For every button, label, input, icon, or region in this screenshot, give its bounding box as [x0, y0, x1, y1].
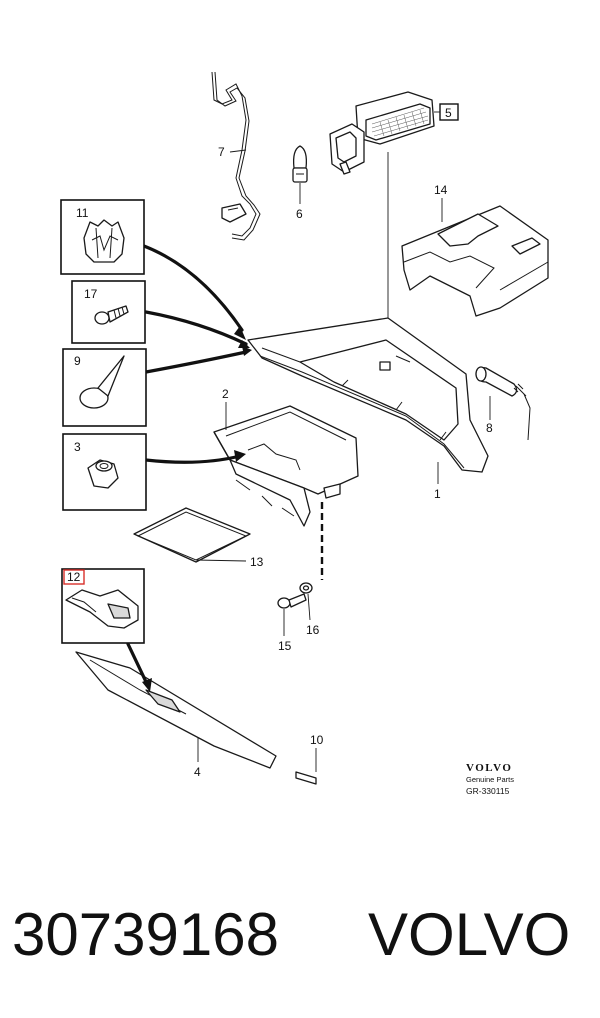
part-16-washer — [299, 582, 313, 594]
label-4: 4 — [194, 765, 201, 779]
logo-word: VOLVO — [466, 762, 513, 774]
part-5-lamp — [329, 91, 435, 175]
label-10: 10 — [310, 733, 324, 747]
parts-diagram: 7 6 5 14 — [60, 71, 549, 785]
part-6-bulb — [292, 145, 308, 183]
part-10-pin — [295, 771, 317, 785]
part-15-screw — [277, 593, 307, 609]
part-4-lid — [75, 651, 277, 769]
label-12: 12 — [67, 570, 81, 584]
label-16: 16 — [306, 623, 320, 637]
label-6: 6 — [296, 207, 303, 221]
callout-arrows — [126, 244, 252, 692]
part-2-bin — [213, 405, 359, 527]
label-5: 5 — [445, 106, 452, 120]
label-17: 17 — [84, 287, 98, 301]
part-13-pad — [133, 507, 251, 563]
part-number: 30739168 — [12, 901, 279, 968]
part-14-cover — [401, 205, 549, 317]
part-1-frame — [247, 317, 489, 473]
label-11: 11 — [76, 206, 89, 220]
label-13: 13 — [250, 555, 264, 569]
brand-name: VOLVO — [368, 901, 571, 968]
drawing-code: GR-330115 — [466, 786, 510, 796]
logo-subtitle: Genuine Parts — [466, 775, 514, 784]
part-7-wire-harness — [211, 71, 261, 241]
part-8-damper — [475, 366, 531, 441]
label-8: 8 — [486, 421, 493, 435]
volvo-logo: VOLVO Genuine Parts GR-330115 — [466, 762, 566, 796]
label-9: 9 — [74, 354, 81, 368]
label-1: 1 — [434, 487, 441, 501]
label-2: 2 — [222, 387, 229, 401]
callout-box-11 — [60, 199, 145, 275]
callout-box-17 — [71, 280, 146, 344]
label-12-box — [63, 569, 85, 585]
label-3: 3 — [74, 440, 81, 454]
callout-box-3 — [62, 433, 147, 511]
label-7: 7 — [218, 145, 225, 159]
callout-box-9 — [62, 348, 147, 427]
label-15: 15 — [278, 639, 292, 653]
label-14: 14 — [434, 183, 448, 197]
